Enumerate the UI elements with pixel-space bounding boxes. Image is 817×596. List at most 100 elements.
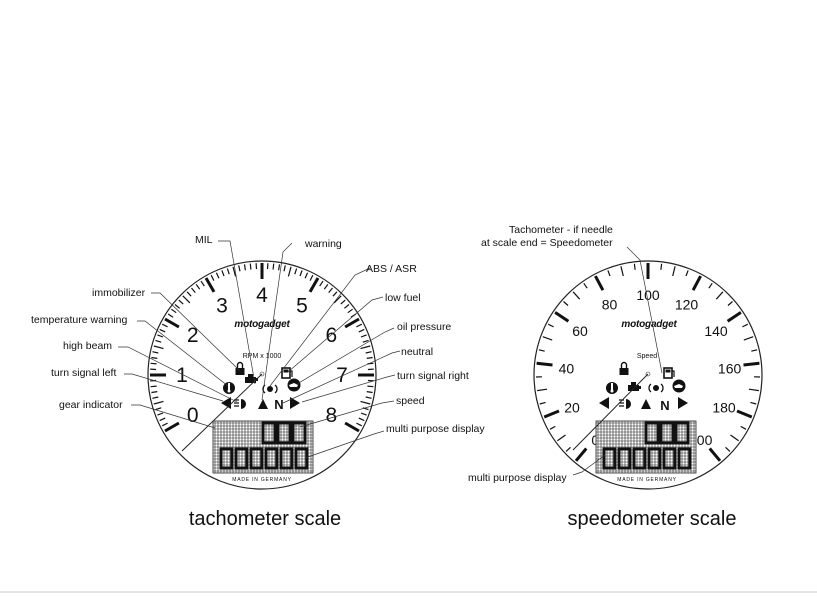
tachometer-scale-number: 6 bbox=[325, 324, 337, 347]
speedometer-minor-tick bbox=[685, 270, 689, 277]
tachometer-scale-number: 2 bbox=[187, 324, 199, 347]
speedometer-minor-tick bbox=[743, 336, 754, 341]
lcd-digit bbox=[659, 421, 675, 445]
tachometer-scale-number: 0 bbox=[187, 404, 199, 427]
tachometer-minor-tick bbox=[174, 304, 180, 309]
label-turn-signal-right: turn signal right bbox=[397, 370, 469, 382]
speedometer-scale-number: 60 bbox=[572, 323, 588, 339]
speedometer-minor-tick bbox=[607, 270, 611, 277]
tachometer-minor-tick bbox=[365, 396, 372, 399]
tachometer-minor-tick bbox=[157, 412, 164, 416]
tachometer-minor-tick bbox=[161, 422, 168, 427]
tachometer-minor-tick bbox=[356, 323, 363, 328]
tachometer-minor-tick bbox=[366, 356, 373, 359]
abs-icon bbox=[648, 383, 664, 393]
tachometer-minor-tick bbox=[356, 422, 363, 427]
label-warning: warning bbox=[304, 238, 342, 250]
speedometer-minor-tick bbox=[563, 301, 569, 306]
high-beam-icon bbox=[234, 399, 246, 409]
tachometer-minor-tick bbox=[186, 291, 192, 297]
speedometer-minor-tick bbox=[539, 401, 546, 405]
tachometer-minor-tick bbox=[150, 385, 157, 388]
speedometer-major-tick bbox=[536, 361, 553, 367]
tachometer-minor-tick bbox=[171, 308, 177, 314]
speedometer-minor-tick bbox=[633, 263, 636, 270]
label-mil: MIL bbox=[195, 234, 213, 246]
tachometer-minor-tick bbox=[151, 391, 158, 394]
lcd-digit bbox=[234, 447, 249, 470]
speedometer-caption: speedometer scale bbox=[568, 508, 737, 530]
speedometer-minor-tick bbox=[672, 266, 676, 277]
multi-purpose-display bbox=[595, 420, 697, 474]
speedometer-minor-tick bbox=[537, 388, 548, 392]
tachometer-caption: tachometer scale bbox=[189, 508, 341, 530]
label-low-fuel: low fuel bbox=[385, 292, 421, 304]
speedometer-bezel bbox=[533, 260, 763, 490]
speedometer-scale-number: 180 bbox=[712, 400, 736, 416]
speedometer-minor-tick bbox=[547, 323, 554, 328]
tachometer-unit-label: RPM x 1000 bbox=[243, 353, 282, 360]
tachometer-minor-tick bbox=[332, 291, 338, 297]
speedometer-minor-tick bbox=[708, 282, 713, 289]
tachometer-minor-tick bbox=[157, 334, 164, 338]
speedometer-needle bbox=[572, 373, 649, 451]
tachometer-major-tick bbox=[164, 421, 180, 433]
lcd-digit bbox=[249, 447, 264, 470]
tachometer-minor-tick bbox=[287, 266, 292, 277]
tachometer-minor-tick bbox=[155, 339, 162, 343]
lcd-digit bbox=[261, 421, 277, 445]
tachometer-minor-tick bbox=[278, 264, 281, 271]
speedometer-major-tick bbox=[726, 311, 742, 323]
lcd-digit bbox=[617, 447, 632, 470]
lcd-digit bbox=[677, 447, 692, 470]
tachometer-minor-tick bbox=[328, 287, 333, 293]
tachometer-minor-tick bbox=[243, 264, 246, 271]
speedometer-minor-tick bbox=[583, 282, 588, 289]
lock-icon bbox=[235, 361, 245, 375]
speedometer-major-tick bbox=[691, 275, 702, 291]
speedometer-scale-number: 100 bbox=[636, 287, 660, 303]
tachometer-major-tick bbox=[344, 317, 360, 329]
fuel-icon bbox=[663, 367, 675, 379]
label-speed: speed bbox=[396, 395, 425, 407]
tachometer-scale-number: 4 bbox=[256, 284, 268, 307]
temperature-icon bbox=[606, 382, 618, 394]
speedometer-minor-tick bbox=[660, 263, 663, 270]
label-turn-signal-left: turn signal left bbox=[51, 367, 116, 379]
speedometer-center-pivot bbox=[645, 371, 651, 377]
tachometer-minor-tick bbox=[150, 362, 157, 365]
high-beam-icon bbox=[619, 399, 631, 409]
speedometer-minor-tick bbox=[557, 434, 566, 442]
tachometer-minor-tick bbox=[304, 272, 309, 279]
tachometer-minor-tick bbox=[360, 412, 367, 416]
speedometer-major-tick bbox=[574, 447, 588, 462]
speedometer-minor-tick bbox=[725, 446, 731, 452]
tachometer-scale-number: 5 bbox=[296, 295, 308, 318]
tachometer-minor-tick bbox=[272, 263, 275, 270]
speedometer-minor-tick bbox=[742, 323, 749, 328]
speedometer-scale-number: 40 bbox=[559, 360, 575, 376]
speedometer-major-tick bbox=[543, 409, 560, 419]
tachometer-minor-tick bbox=[232, 266, 237, 277]
lcd-digit bbox=[647, 447, 662, 470]
lcd-digit bbox=[644, 421, 660, 445]
tachometer-minor-tick bbox=[283, 265, 286, 272]
label-temperature-warning: temperature warning bbox=[31, 314, 127, 326]
tachometer-minor-tick bbox=[358, 417, 365, 422]
tachometer-minor-tick bbox=[249, 263, 252, 270]
speedometer-scale-number: 80 bbox=[602, 297, 618, 313]
turn-right-icon bbox=[290, 397, 300, 409]
tachometer-minor-tick bbox=[299, 270, 303, 277]
tachometer-scale-number: 3 bbox=[216, 295, 228, 318]
tachometer-center-pivot bbox=[259, 371, 265, 377]
lcd-digit bbox=[264, 447, 279, 470]
tachometer-minor-tick bbox=[215, 272, 220, 279]
speedometer-minor-tick bbox=[715, 291, 724, 300]
tachometer-minor-tick bbox=[155, 407, 162, 411]
engine-icon bbox=[245, 374, 258, 383]
speedometer-major-tick bbox=[554, 311, 570, 323]
tachometer-minor-tick bbox=[365, 351, 372, 354]
